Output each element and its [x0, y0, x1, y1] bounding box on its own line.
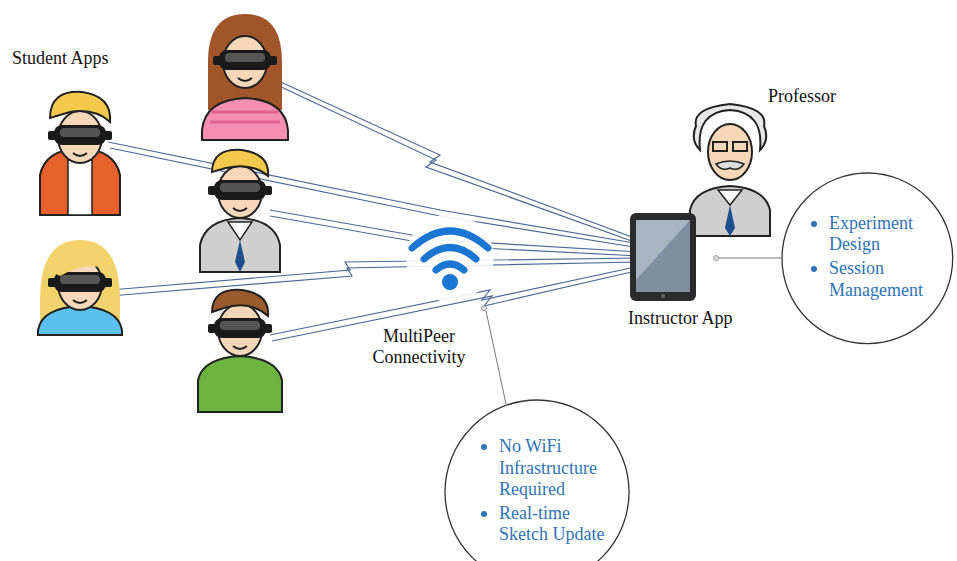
bullet-item: Experiment Design — [807, 213, 935, 256]
bullet-text: No WiFi Infrastructure Required — [499, 436, 597, 499]
bullet-dot — [811, 266, 817, 272]
text-label: Student Apps — [12, 48, 109, 69]
callout-circle: Experiment DesignSession Management — [781, 172, 954, 345]
bullet-dot — [481, 444, 487, 450]
bullet-item: Real-time Sketch Update — [477, 503, 605, 546]
text-label: MultiPeer Connectivity — [360, 326, 478, 367]
bullet-list: Experiment DesignSession Management — [807, 213, 935, 303]
callout-circle: No WiFi Infrastructure RequiredReal-time… — [444, 399, 630, 561]
bullet-dot — [811, 221, 817, 227]
bullet-text: Experiment Design — [829, 213, 913, 255]
bullet-text: Session Management — [829, 258, 923, 300]
text-label: Instructor App — [628, 308, 732, 329]
bullet-item: Session Management — [807, 258, 935, 301]
bullet-dot — [481, 511, 487, 517]
bullet-list: No WiFi Infrastructure RequiredReal-time… — [477, 436, 605, 548]
text-label: Professor — [768, 86, 836, 107]
bullet-item: No WiFi Infrastructure Required — [477, 436, 605, 501]
bullet-text: Real-time Sketch Update — [499, 503, 604, 545]
